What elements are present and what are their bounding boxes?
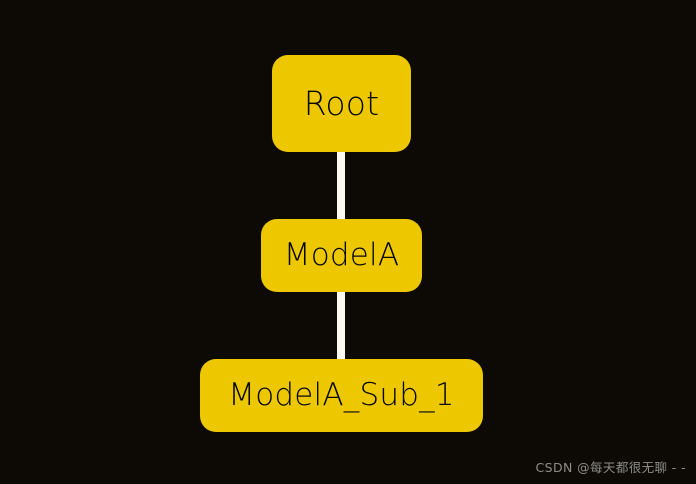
node-root-label: Root bbox=[303, 84, 380, 123]
node-modela-sub-1[interactable]: ModelA_Sub_1 bbox=[200, 359, 483, 432]
edge-modela-to-modela-sub-1 bbox=[337, 289, 345, 362]
node-modela[interactable]: ModelA bbox=[261, 219, 422, 292]
watermark-text: CSDN @每天都很无聊 - - bbox=[535, 460, 686, 475]
edge-root-to-modela bbox=[337, 149, 345, 222]
node-root[interactable]: Root bbox=[272, 55, 411, 152]
node-modela-label: ModelA bbox=[283, 237, 400, 273]
node-modela-sub-1-label: ModelA_Sub_1 bbox=[228, 377, 455, 413]
